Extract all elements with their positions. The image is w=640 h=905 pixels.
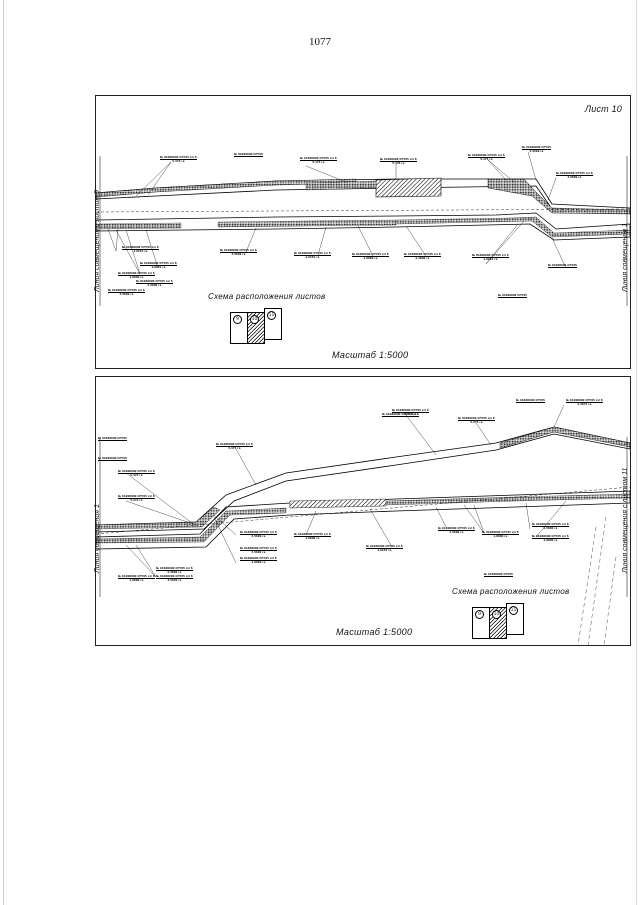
left-match-line-label: Линия совмещения 1 (94, 504, 101, 573)
upper-dense-mid (305, 180, 377, 191)
parcel-label: № 01000000 ОГУ95 (548, 264, 577, 268)
lower-dense-strip-left (96, 222, 182, 230)
right-match-line-label: Линия совмещения 1 (622, 223, 629, 292)
lower-corridor-band (96, 212, 630, 241)
upper-right-dense (487, 178, 630, 215)
road-dashed-lines (577, 516, 617, 645)
parcel-label: № 01000000 ОГУ95 (98, 437, 127, 441)
scan-edge-right (636, 0, 637, 905)
parcel-label: № 01000000 ОГУ95 (98, 457, 127, 461)
page-number: 1077 (309, 36, 331, 48)
parcel-label: № 01000000 ОГУ95 з/п б (382, 413, 419, 417)
leader-lines (125, 404, 567, 578)
sheet-number-badge: 9 (475, 610, 484, 619)
lower-hatched-block (289, 498, 387, 509)
left-match-line-label: Линия совмещения с листом 9 (94, 189, 101, 292)
scale-label: Масштаб 1:5000 (332, 350, 409, 360)
parcel-label: № 01000000 ОГУ95 (516, 399, 545, 403)
lower-dense-strip-right (395, 216, 630, 238)
lower-dense-strip-mid (217, 219, 397, 228)
parcel-label: № 01000000 ОГУ95 (484, 573, 513, 577)
sheet-layout-title: Схема расположения листов (208, 292, 326, 301)
sheet-layout-title: Схема расположения листов (452, 587, 570, 596)
parcel-label: № 01000000 ОГУ95 (498, 294, 527, 298)
scale-label: Масштаб 1:5000 (336, 627, 413, 637)
sheet-layout-scheme: 9 10 11 (472, 603, 526, 639)
sheet-1-drawing (96, 151, 630, 306)
upper-corridor-band (96, 426, 630, 533)
scan-edge-left (3, 0, 4, 905)
sheet-number-badge: 9 (233, 315, 242, 324)
sheet-2-drawing (96, 404, 630, 645)
sheet-number-badge: 10 (250, 315, 259, 324)
sheet-title: Лист 10 (584, 104, 622, 114)
leader-lines (107, 151, 567, 275)
lower-corridor-band (96, 490, 630, 550)
sheet-number-badge: 11 (509, 606, 518, 615)
parcel-label: № 01000000 ОГУ95 (234, 153, 263, 157)
map-sheet-lower: № 01000000 ОГУ95 № 01000000 ОГУ95 № 0100… (94, 376, 631, 646)
sheet-layout-scheme: 9 10 11 (230, 308, 284, 344)
upper-dense-left (96, 506, 221, 530)
lower-dense-strip (96, 507, 287, 544)
upper-hatched-block (375, 177, 442, 198)
sheet-number-badge: 11 (267, 311, 276, 320)
sheet-number-badge: 10 (492, 610, 501, 619)
right-match-line-label: Линия совмещения с листом 11 (622, 467, 629, 573)
